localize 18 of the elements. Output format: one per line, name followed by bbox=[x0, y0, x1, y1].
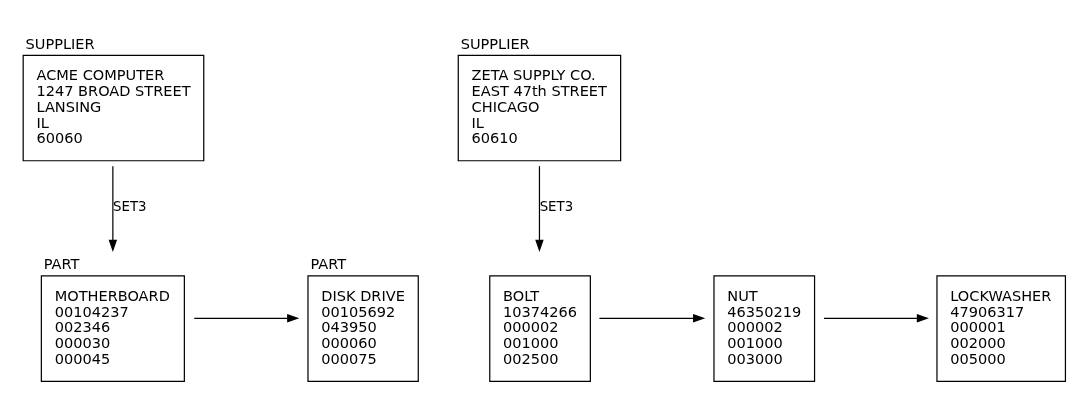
node-box: MOTHERBOARD 00104237 002346 000030 000045 bbox=[40, 274, 185, 382]
node-box: DISK DRIVE 00105692 043950 000060 000075 bbox=[307, 274, 419, 382]
arrow bbox=[108, 165, 118, 252]
arrow bbox=[193, 313, 300, 323]
arrow bbox=[535, 165, 544, 252]
node-box: BOLT 10374266 000002 001000 002500 bbox=[489, 274, 591, 382]
edge-label: SET3 bbox=[113, 198, 147, 214]
arrow bbox=[598, 313, 706, 323]
node-label: SUPPLIER bbox=[25, 35, 95, 52]
node-label: SUPPLIER bbox=[460, 35, 530, 52]
edge-label: SET3 bbox=[539, 198, 574, 214]
node-label: PART bbox=[310, 255, 347, 272]
node-label: PART bbox=[43, 255, 80, 272]
arrow bbox=[823, 313, 929, 323]
node-box: NUT 46350219 000002 001000 003000 bbox=[713, 274, 816, 382]
node-box: ACME COMPUTER 1247 BROAD STREET LANSING IL 60060 bbox=[22, 54, 205, 161]
node-box: ZETA SUPPLY CO. EAST 47th STREET CHICAGO IL 60610 bbox=[457, 54, 622, 161]
node-box: LOCKWASHER 47906317 000001 002000 005000 bbox=[936, 274, 1067, 382]
